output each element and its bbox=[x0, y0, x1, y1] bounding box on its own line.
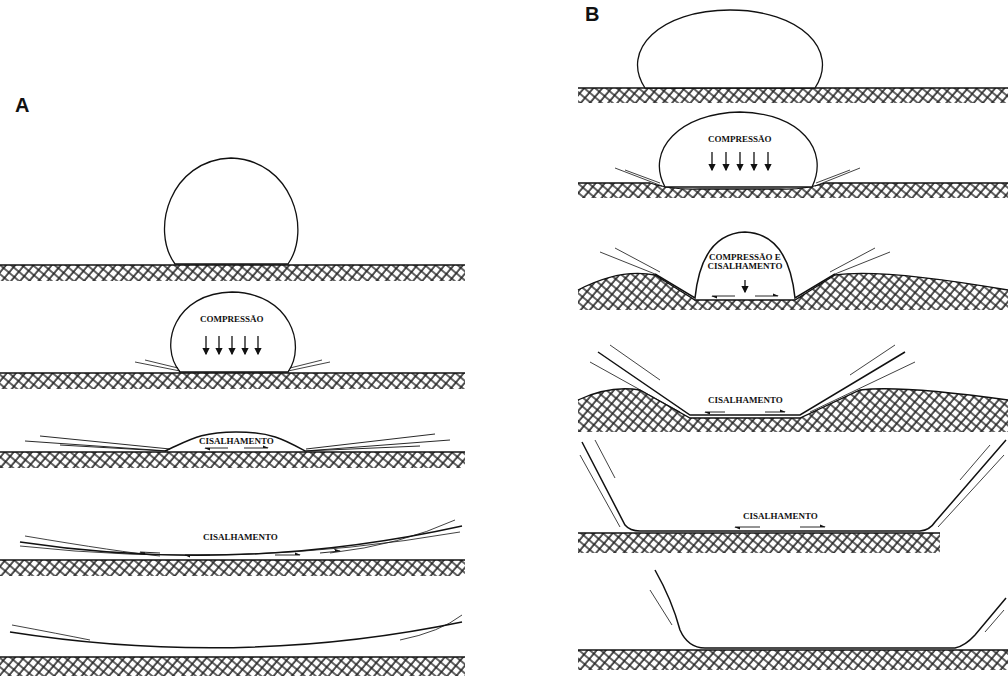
stress-label: COMPRESSÃO E CISALHAMENTO bbox=[695, 253, 795, 272]
stress-label: COMPRESSÃO bbox=[708, 135, 772, 144]
panel-letter: B bbox=[585, 4, 599, 25]
stress-label: CISALHAMENTO bbox=[203, 533, 278, 542]
stress-label: CISALHAMENTO bbox=[743, 512, 818, 521]
stress-label: CISALHAMENTO bbox=[199, 437, 274, 446]
stress-label: COMPRESSÃO bbox=[200, 315, 264, 324]
panel-letter: A bbox=[15, 95, 29, 116]
stress-label: CISALHAMENTO bbox=[708, 396, 783, 405]
